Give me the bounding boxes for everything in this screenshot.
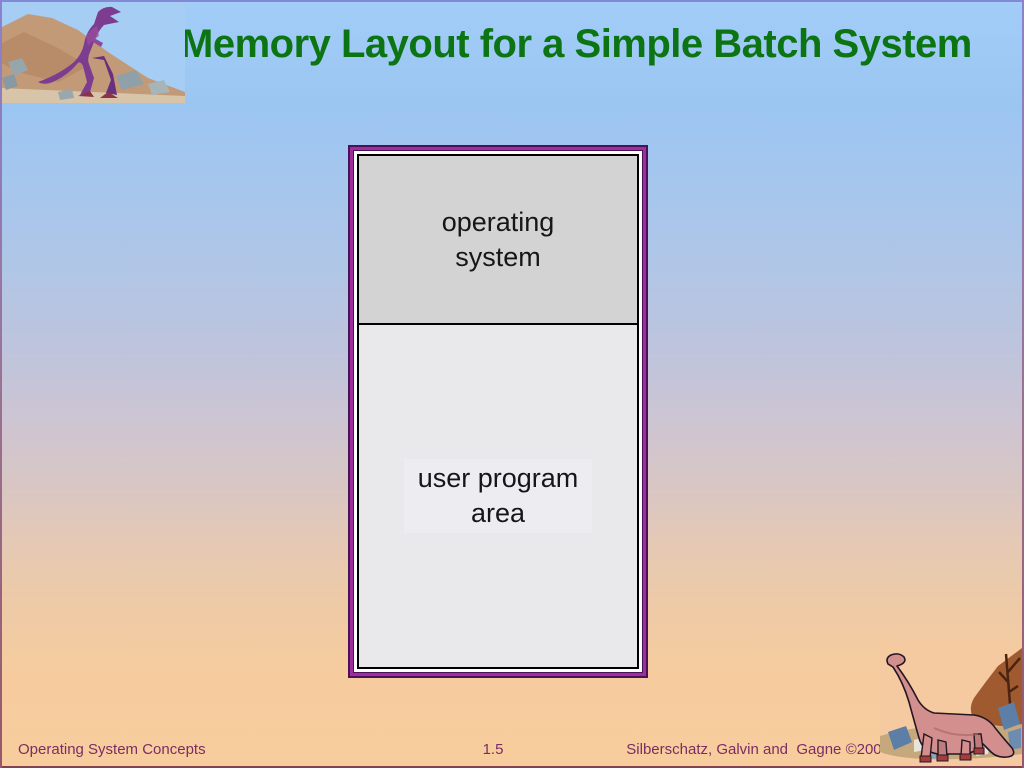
- footer-book-title: Operating System Concepts: [18, 741, 206, 758]
- memory-diagram-inner-frame: operating system user program area: [353, 150, 643, 673]
- slide-border-bottom: [0, 766, 1024, 768]
- memory-diagram: operating system user program area: [348, 145, 648, 678]
- slide-number: 1.5: [482, 741, 504, 758]
- memory-box: operating system user program area: [357, 154, 639, 669]
- sauropod-clipart-image: [880, 642, 1022, 766]
- slide-border-left: [0, 0, 2, 768]
- trex-clipart-image: [0, 2, 185, 103]
- diagram-section-user-program-area: user program area: [359, 325, 637, 667]
- user-program-area-label: user program area: [403, 459, 593, 533]
- operating-system-label: operating system: [441, 206, 555, 272]
- slide-border-top: [0, 0, 1024, 2]
- footer: Operating System Concepts 1.5 Silberscha…: [0, 738, 1024, 758]
- diagram-section-operating-system: operating system: [359, 156, 637, 323]
- footer-authors: Silberschatz, Galvin and Gagne ©2002: [626, 741, 890, 758]
- slide-border-right: [1022, 0, 1024, 768]
- section-divider: [359, 323, 637, 325]
- slide-title: Memory Layout for a Simple Batch System: [180, 22, 972, 66]
